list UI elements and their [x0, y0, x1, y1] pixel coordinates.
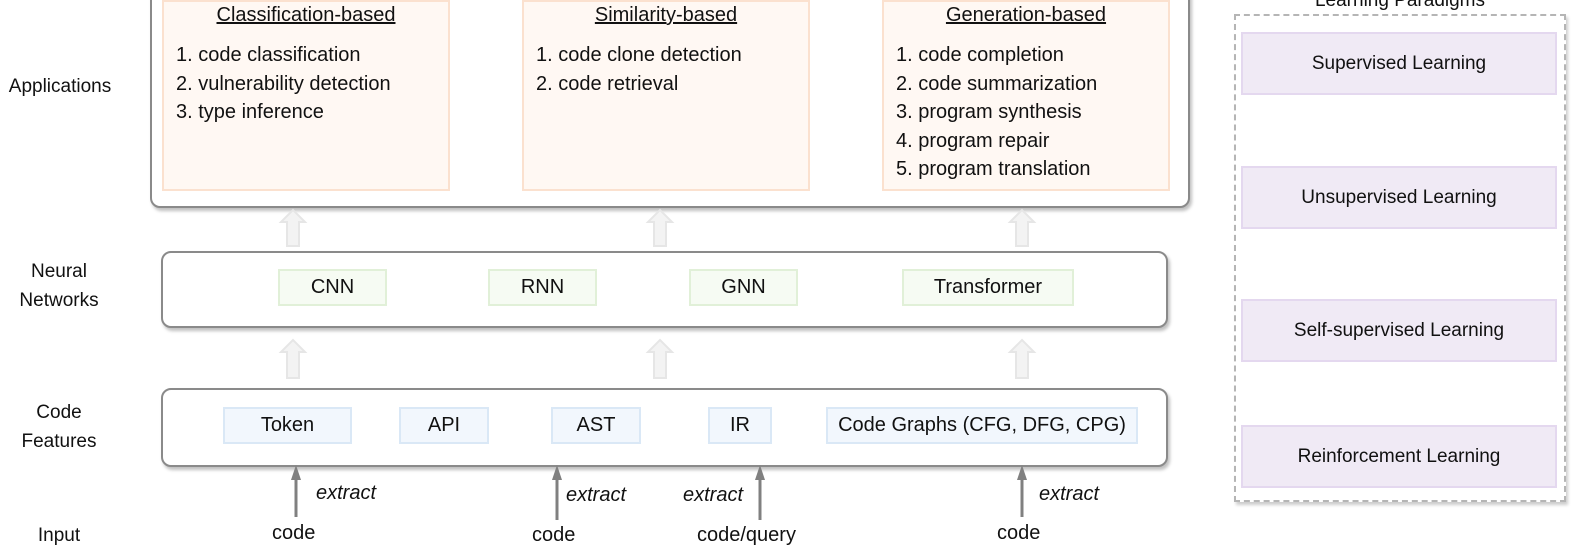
- list-item: 5. program translation: [896, 158, 1091, 180]
- learning-paradigms-panel: [1234, 14, 1566, 502]
- list-item: 4. program repair: [896, 129, 1050, 152]
- list-item: 3. type inference: [176, 101, 324, 123]
- row-label-code-features: Code Features: [21, 402, 97, 452]
- similarity-based-column: Similarity-based 1. code clone detection…: [522, 0, 810, 191]
- paradigm-reinforcement: Reinforcement Learning: [1241, 425, 1557, 488]
- extract-arrow-head: [291, 465, 301, 480]
- classification-based-column: Classification-based 1. code classificat…: [162, 0, 450, 191]
- generation-based-column: Generation-based 1. code completion 2. c…: [882, 0, 1170, 191]
- row-label-input: Input: [37, 525, 81, 546]
- input-code-query: code/query: [697, 524, 796, 546]
- nn-gnn: GNN: [689, 269, 798, 306]
- input-code: code: [997, 522, 1041, 544]
- extract-label: extract: [316, 482, 377, 504]
- similarity-based-title: Similarity-based: [594, 4, 738, 26]
- hollow-up-arrow: [278, 338, 308, 379]
- generation-based-title: Generation-based: [945, 4, 1107, 26]
- nn-transformer: Transformer: [902, 269, 1074, 306]
- input-code: code: [272, 522, 316, 544]
- hollow-up-arrow: [278, 208, 308, 247]
- input-code: code: [532, 524, 576, 546]
- list-item: 3. program synthesis: [896, 101, 1082, 123]
- row-label-applications: Applications: [8, 76, 112, 97]
- paradigm-unsupervised: Unsupervised Learning: [1241, 166, 1557, 229]
- row-label-neural-networks: Neural Networks: [19, 261, 99, 311]
- list-item: 2. code summarization: [896, 72, 1098, 95]
- hollow-up-arrow: [645, 338, 675, 379]
- list-item: 2. vulnerability detection: [176, 72, 391, 95]
- hollow-up-arrow: [645, 208, 675, 247]
- extract-label: extract: [683, 484, 744, 506]
- nn-rnn: RNN: [488, 269, 597, 306]
- feature-code-graphs: Code Graphs (CFG, DFG, CPG): [826, 407, 1138, 444]
- hollow-up-arrow: [1007, 338, 1037, 379]
- feature-api: API: [399, 407, 489, 444]
- extract-arrow-head: [552, 465, 562, 480]
- learning-paradigms-title: Learning Paradigms: [1314, 0, 1486, 11]
- list-item: 1. code classification: [176, 44, 361, 66]
- extract-arrow-head: [1017, 465, 1027, 480]
- nn-cnn: CNN: [278, 269, 387, 306]
- extract-arrow-head: [755, 465, 765, 480]
- list-item: 2. code retrieval: [536, 72, 679, 95]
- extract-label: extract: [566, 484, 627, 506]
- paradigm-self-supervised: Self-supervised Learning: [1241, 299, 1557, 362]
- hollow-up-arrow: [1007, 208, 1037, 247]
- feature-ast: AST: [551, 407, 641, 444]
- classification-based-title: Classification-based: [216, 4, 396, 26]
- paradigm-supervised: Supervised Learning: [1241, 32, 1557, 95]
- feature-token: Token: [223, 407, 352, 444]
- list-item: 1. code completion: [896, 44, 1064, 66]
- list-item: 1. code clone detection: [536, 44, 742, 66]
- feature-ir: IR: [708, 407, 772, 444]
- extract-label: extract: [1039, 483, 1100, 505]
